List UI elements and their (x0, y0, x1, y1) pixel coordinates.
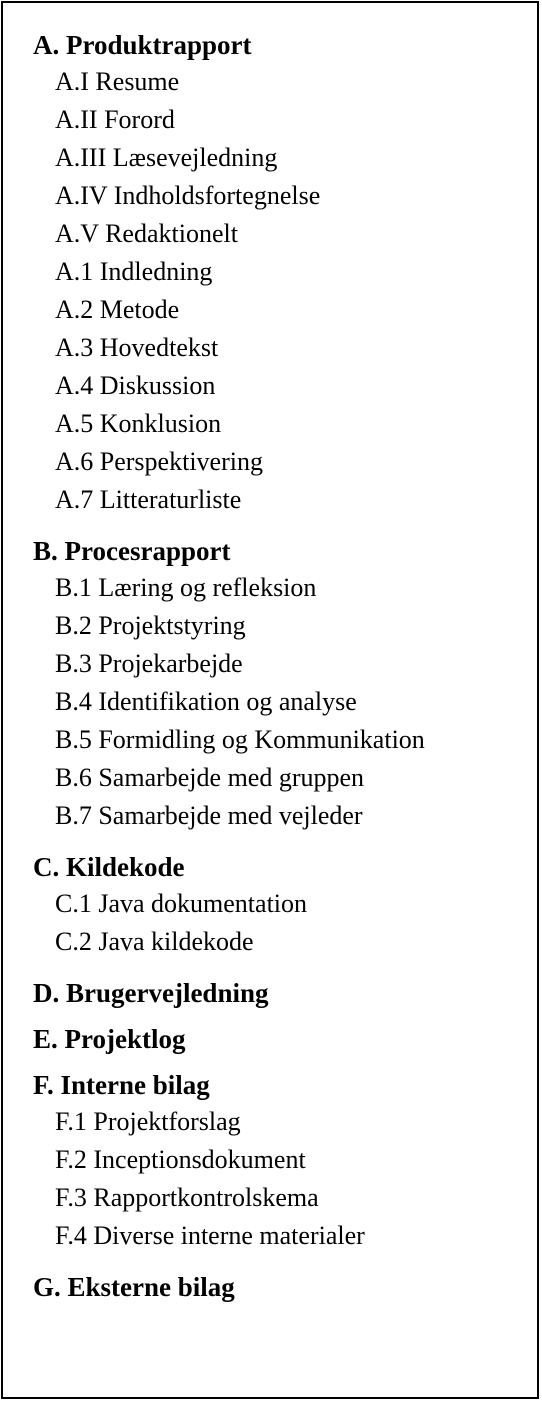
toc-item: A.2 Metode (55, 295, 180, 324)
section-g: G. Eksterne bilag (33, 1269, 527, 1305)
toc-item: A.I Resume (55, 67, 180, 96)
section-items: A.I Resume A.II Forord A.III Læsevejledn… (33, 63, 527, 519)
toc-item: A.6 Perspektivering (55, 447, 263, 476)
section-items: B.1 Læring og refleksion B.2 Projektstyr… (33, 569, 527, 835)
toc-item: C.1 Java dokumentation (55, 889, 308, 918)
section-c: C. Kildekode C.1 Java dokumentation C.2 … (33, 849, 527, 961)
toc-item: F.2 Inceptionsdokument (55, 1145, 306, 1174)
section-a: A. Produktrapport A.I Resume A.II Forord… (33, 27, 527, 519)
section-title: D. Brugervejledning (33, 978, 269, 1008)
toc-item: B.7 Samarbejde med vejleder (55, 801, 363, 830)
toc-item: A.3 Hovedtekst (55, 333, 219, 362)
section-items: F.1 Projektforslag F.2 Inceptionsdokumen… (33, 1103, 527, 1255)
section-title: G. Eksterne bilag (33, 1272, 235, 1302)
section-title: F. Interne bilag (33, 1070, 210, 1100)
section-title: B. Procesrapport (33, 536, 231, 566)
section-title: C. Kildekode (33, 852, 185, 882)
section-b: B. Procesrapport B.1 Læring og refleksio… (33, 533, 527, 835)
section-title: E. Projektlog (33, 1024, 186, 1054)
toc-item: A.4 Diskussion (55, 371, 216, 400)
toc-item: A.V Redaktionelt (55, 219, 238, 248)
section-items: C.1 Java dokumentation C.2 Java kildekod… (33, 885, 527, 961)
toc-item: F.1 Projektforslag (55, 1107, 241, 1136)
toc-item: B.2 Projektstyring (55, 611, 246, 640)
section-d: D. Brugervejledning (33, 975, 527, 1011)
toc-item: A.II Forord (55, 105, 175, 134)
toc-item: B.5 Formidling og Kommunikation (55, 725, 425, 754)
table-of-contents: A. Produktrapport A.I Resume A.II Forord… (33, 27, 527, 1315)
toc-item: B.3 Projekarbejde (55, 649, 243, 678)
toc-item: C.2 Java kildekode (55, 927, 254, 956)
toc-item: A.III Læsevejledning (55, 143, 278, 172)
toc-item: A.1 Indledning (55, 257, 213, 286)
toc-item: F.3 Rapportkontrolskema (55, 1183, 319, 1212)
section-f: F. Interne bilag F.1 Projektforslag F.2 … (33, 1067, 527, 1255)
toc-item: B.4 Identifikation og analyse (55, 687, 357, 716)
toc-item: B.1 Læring og refleksion (55, 573, 317, 602)
toc-item: F.4 Diverse interne materialer (55, 1221, 365, 1250)
section-e: E. Projektlog (33, 1021, 527, 1057)
toc-item: A.5 Konklusion (55, 409, 222, 438)
toc-item: A.7 Litteraturliste (55, 485, 242, 514)
toc-item: A.IV Indholdsfortegnelse (55, 181, 321, 210)
toc-item: B.6 Samarbejde med gruppen (55, 763, 365, 792)
section-title: A. Produktrapport (33, 30, 252, 60)
